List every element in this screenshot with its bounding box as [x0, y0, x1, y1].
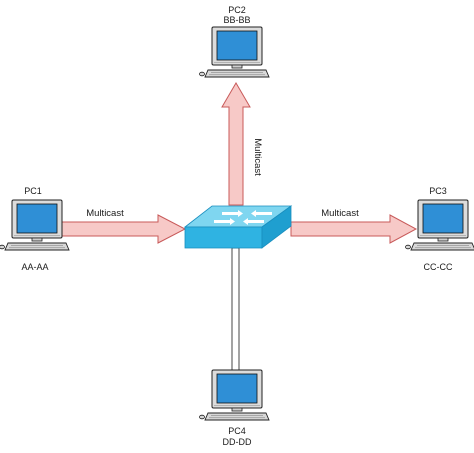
network-switch-icon: [183, 205, 293, 249]
computer-icon: [405, 199, 474, 251]
computer-icon: [199, 369, 270, 421]
pc1-address: AA-AA: [21, 262, 48, 272]
computer-icon: [0, 199, 70, 251]
pc4-computer: [199, 369, 270, 421]
pc3-address: CC-CC: [424, 262, 453, 272]
pc4-address: DD-DD: [223, 437, 252, 447]
edge-label-switch-pc2: Multicast: [252, 138, 263, 176]
pc2-computer: [199, 26, 270, 78]
multicast-arrow-switch-to-pc2: [221, 82, 251, 206]
pc1-computer: [0, 199, 70, 251]
edge-label-switch-pc3: Multicast: [321, 208, 359, 219]
pc2-address: BB-BB: [223, 15, 250, 25]
multicast-arrow-pc1-to-switch: [61, 214, 187, 244]
pc3-computer: [405, 199, 474, 251]
link-switch-to-pc4: [231, 247, 240, 373]
pc4-name: PC4: [228, 426, 246, 436]
pc1-name: PC1: [24, 186, 42, 196]
edge-label-pc1-switch: Multicast: [86, 208, 124, 219]
pc3-name: PC3: [429, 186, 447, 196]
multicast-arrow-switch-to-pc3: [290, 214, 418, 244]
computer-icon: [199, 26, 270, 78]
pc2-name: PC2: [228, 5, 246, 15]
